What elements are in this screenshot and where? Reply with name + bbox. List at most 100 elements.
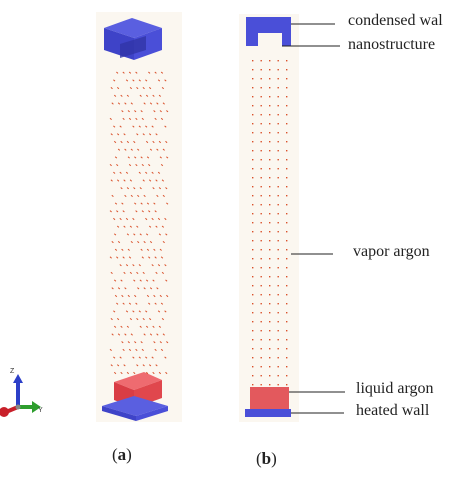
vapor-molecule [277,114,279,116]
vapor-molecule [155,271,158,274]
vapor-molecule [142,179,145,182]
vapor-molecule [124,194,127,197]
vapor-molecule [286,294,288,296]
vapor-molecule [277,150,279,152]
vapor-molecule [152,279,155,282]
vapor-molecule [277,321,279,323]
vapor-molecule [145,217,148,221]
vapor-molecule [151,171,154,174]
vapor-molecule [154,117,157,120]
vapor-molecule [132,217,135,221]
vapor-molecule [252,60,254,62]
vapor-molecule [158,371,162,375]
vapor-molecule [158,233,162,236]
vapor-molecule [160,348,164,351]
vapor-molecule [157,171,161,174]
vapor-molecule [277,339,279,341]
axis-z-label: Z [10,368,15,375]
vapor-molecule [269,294,271,296]
vapor-molecule [136,318,139,321]
vapor-molecule [116,210,119,213]
vapor-molecule [162,148,165,151]
vapor-molecule [156,148,159,151]
vapor-molecule [269,177,271,179]
vapor-molecule [286,177,288,179]
vapor-molecule [138,356,141,359]
vapor-molecule [277,366,279,368]
vapor-molecule [260,114,262,116]
vapor-molecule [162,333,165,336]
vapor-molecule [164,356,167,359]
vapor-molecule [269,123,271,125]
vapor-molecule [277,357,279,359]
vapor-molecule [111,194,114,197]
vapor-molecule [135,71,138,74]
vapor-molecule [120,325,123,328]
vapor-molecule [269,330,271,332]
vapor-molecule [260,87,262,89]
vapor-molecule [137,241,140,244]
vapor-molecule [260,267,262,269]
heated-wall-2d [245,409,291,417]
vapor-molecule [252,294,254,296]
vapor-molecule [260,348,262,350]
vapor-molecule [277,384,279,386]
vapor-molecule [132,79,135,82]
vapor-molecule [252,105,254,107]
condensed-wall-3d [104,18,162,60]
vapor-molecule [153,202,156,205]
vapor-molecule [159,110,162,113]
vapor-molecule [252,240,254,242]
vapor-molecule [146,294,150,298]
vapor-molecule [143,287,146,290]
vapor-molecule [269,141,271,143]
vapor-molecule [277,213,279,215]
vapor-molecule [134,341,137,344]
vapor-molecule [252,87,254,89]
vapor-molecule [260,96,262,98]
vapor-molecule [277,258,279,260]
vapor-molecule [252,204,254,206]
vapor-molecule [269,366,271,368]
vapor-molecule [162,194,165,197]
vapor-molecule [114,156,118,159]
vapor-molecule [159,156,162,159]
vapor-molecule [286,357,288,359]
vapor-molecule [252,150,254,152]
vapor-molecule [151,217,154,221]
vapor-molecule [148,179,152,182]
vapor-molecule [110,318,113,321]
vapor-molecule [152,187,155,190]
label-heated-wall: heated wall [356,402,430,419]
vapor-molecule [123,133,126,136]
vapor-molecule [148,364,152,367]
vapor-molecule [128,164,132,167]
vapor-molecule [148,87,152,90]
vapor-molecule [151,264,154,267]
vapor-molecule [260,132,262,134]
vapor-molecule [286,96,288,98]
vapor-molecule [277,87,279,89]
vapor-molecule [260,357,262,359]
vapor-molecule [286,150,288,152]
vapor-molecule [286,366,288,368]
vapor-molecule [143,102,146,105]
vapor-molecule [286,312,288,314]
condensed-wall-2d [246,17,291,46]
vapor-molecule [125,310,129,313]
vapor-molecule [114,294,118,298]
vapor-molecule [126,187,130,190]
vapor-molecule [164,310,167,313]
vapor-molecule [269,231,271,233]
vapor-molecule [109,256,112,259]
vapor-molecule [154,302,157,305]
vapor-molecule [140,341,143,344]
vapor-molecule [269,186,271,188]
vapor-molecule [134,294,137,298]
vapor-molecule [159,248,162,251]
vapor-molecule [113,310,116,313]
vapor-molecule [154,348,157,351]
vapor-molecule [269,222,271,224]
vapor-molecule [145,310,148,313]
vapor-molecule [252,177,254,179]
